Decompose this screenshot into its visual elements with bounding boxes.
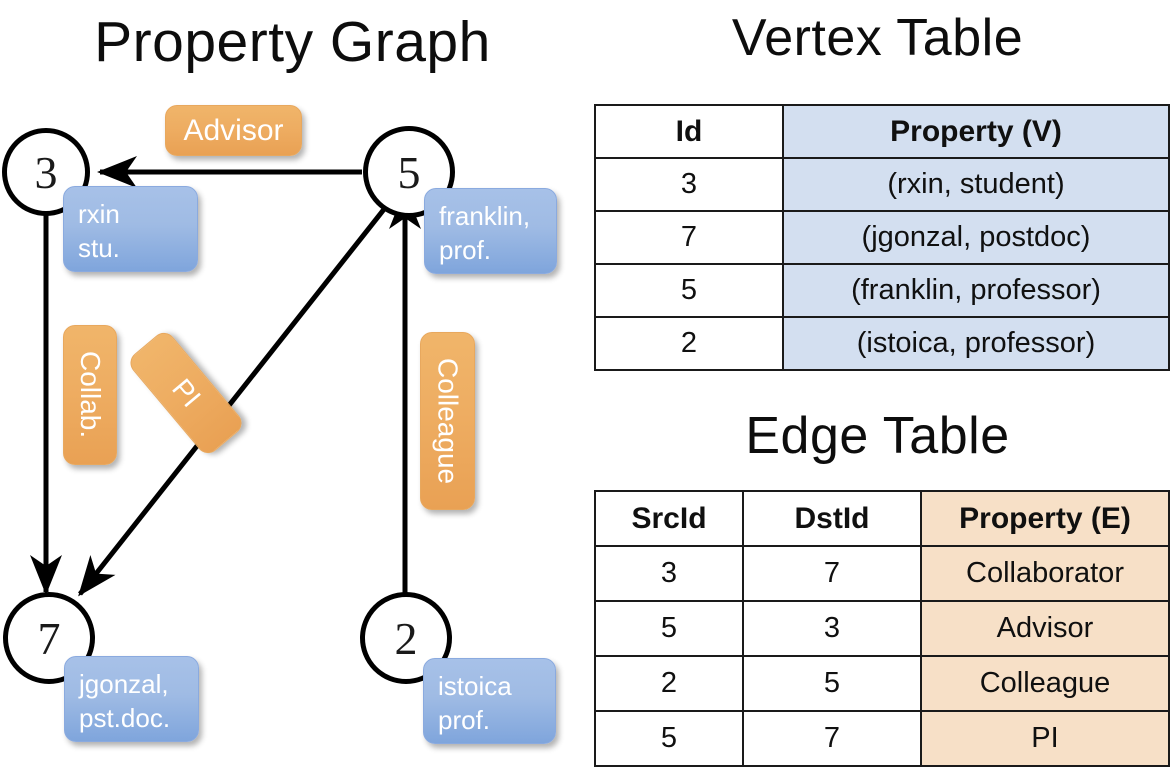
vertex-table-header-row: Id Property (V) [594,104,1170,159]
edge-cell-dstid: 7 [742,545,922,602]
table-row: 2 (istoica, professor) [594,316,1170,371]
vertex-cell-property: (jgonzal, postdoc) [782,210,1170,265]
section-title-edge-table: Edge Table [745,407,1010,465]
vertex-table: Id Property (V) 3 (rxin, student) 7 (jgo… [594,104,1170,371]
section-title-vertex-table: Vertex Table [731,9,1024,67]
vertex-table-header-property: Property (V) [782,104,1170,159]
edge-label-advisor: Advisor [183,113,284,147]
edge-table: SrcId DstId Property (E) 3 7 Collaborato… [594,490,1170,767]
graph-node-2-label: 2 [394,612,418,664]
vertex-cell-id: 5 [594,263,784,318]
graph-node-3-label: 3 [34,146,58,198]
graph-node-3[interactable]: 3 [2,128,90,216]
table-row: 7 (jgonzal, postdoc) [594,210,1170,265]
edge-cell-srcid: 5 [594,710,744,767]
edge-cell-property: PI [920,710,1170,767]
vertex-cell-id: 3 [594,157,784,212]
edge-table-header-row: SrcId DstId Property (E) [594,490,1170,547]
edge-cell-dstid: 3 [742,600,922,657]
edge-label-colleague: Colleague [432,357,464,485]
node-property-box-franklin: franklin, prof. [424,188,557,274]
vertex-cell-property: (istoica, professor) [782,316,1170,371]
edge-table-header-property: Property (E) [920,490,1170,547]
table-row: 5 7 PI [594,710,1170,767]
edge-label-box-advisor: Advisor [165,105,302,156]
edge-line-5-to-7 [78,206,387,597]
node-property-rxin-line2: stu. [78,233,120,263]
edge-table-header-dstid: DstId [742,490,922,547]
node-property-istoica-line2: prof. [438,705,491,735]
vertex-cell-property: (rxin, student) [782,157,1170,212]
node-property-jgonzal-line2: pst.doc. [79,703,171,733]
edge-cell-srcid: 3 [594,545,744,602]
table-row: 3 (rxin, student) [594,157,1170,212]
vertex-cell-property: (franklin, professor) [782,263,1170,318]
node-property-franklin-line2: prof. [439,235,492,265]
edge-cell-srcid: 5 [594,600,744,657]
table-row: 3 7 Collaborator [594,545,1170,602]
page-title-property-graph: Property Graph [94,10,491,74]
node-property-rxin-line1: rxin [78,199,120,229]
node-property-istoica-line1: istoica [438,671,512,701]
property-graph-diagram: 3 5 7 2 rxin stu. franklin, prof. jgonza… [0,80,585,760]
vertex-cell-id: 7 [594,210,784,265]
edge-cell-dstid: 5 [742,655,922,712]
edge-cell-srcid: 2 [594,655,744,712]
edge-label-collab: Collab. [75,351,106,439]
graph-edges-svg [30,156,421,636]
edge-label-box-colleague: Colleague [420,332,475,510]
node-property-franklin-line1: franklin, [439,201,531,231]
node-property-box-jgonzal: jgonzal, pst.doc. [64,656,199,742]
node-property-box-rxin: rxin stu. [63,186,198,272]
vertex-cell-id: 2 [594,316,784,371]
table-row: 5 (franklin, professor) [594,263,1170,318]
table-row: 5 3 Advisor [594,600,1170,657]
edge-cell-property: Collaborator [920,545,1170,602]
edge-table-header-srcid: SrcId [594,490,744,547]
edge-cell-dstid: 7 [742,710,922,767]
graph-node-7-label: 7 [37,612,61,664]
edge-label-box-collab: Collab. [63,325,117,465]
vertex-table-header-id: Id [594,104,784,159]
edge-label-pi: PI [166,372,207,413]
edge-cell-property: Advisor [920,600,1170,657]
edge-cell-property: Colleague [920,655,1170,712]
node-property-jgonzal-line1: jgonzal, [79,669,169,699]
graph-node-5-label: 5 [397,146,421,198]
table-row: 2 5 Colleague [594,655,1170,712]
node-property-box-istoica: istoica prof. [423,658,556,744]
